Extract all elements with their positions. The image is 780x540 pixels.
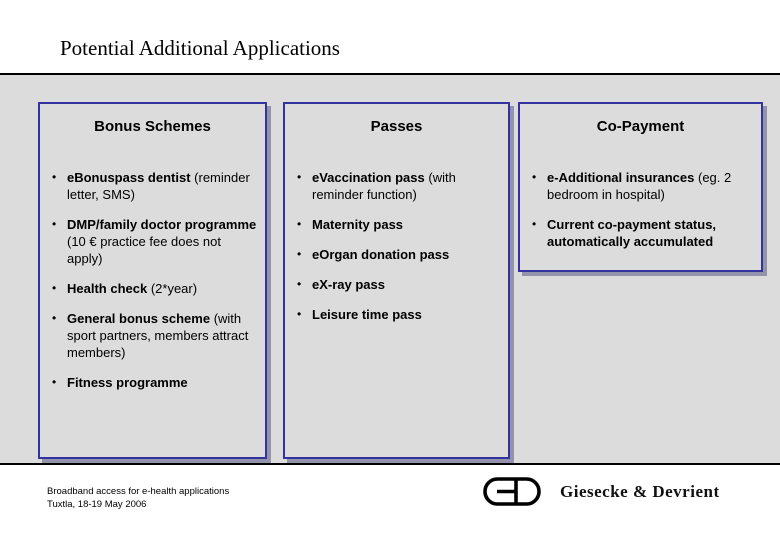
item-text-rest: (with sport partners, members attract me… [67,311,249,360]
item-text-bold: eBonuspass dentist [67,170,191,185]
item-text-bold: Leisure time pass [312,307,422,322]
item-text-rest: (2*year) [150,281,198,296]
bonus-schemes-header: Bonus Schemes [94,118,211,135]
list-item: Maternity pass [295,216,500,233]
item-text-rest: (eg. 2 bedroom in hospital) [547,170,732,202]
footer-divider [0,463,780,465]
passes-box: Passes eVaccination pass (with reminder … [283,102,510,459]
co-payment-list: e-Additional insurances (eg. 2 bedroom i… [520,169,761,250]
gd-monogram-icon [483,477,541,506]
title-divider [0,73,780,75]
item-text-bold: Fitness programme [67,375,188,390]
co-payment-header: Co-Payment [596,118,685,135]
item-text-bold: eX-ray pass [312,277,385,292]
list-item: e-Additional insurances (eg. 2 bedroom i… [530,169,753,203]
item-text-bold: eOrgan donation pass [312,247,450,262]
item-text-bold: General bonus scheme [67,311,211,326]
passes-list: eVaccination pass (with reminder functio… [285,169,508,323]
list-item: Leisure time pass [295,306,500,323]
bonus-schemes-box: Bonus Schemes eBonuspass dentist (remind… [38,102,267,459]
passes-header: Passes [370,118,423,135]
item-text-rest: (with reminder function) [312,170,456,202]
list-item: eOrgan donation pass [295,246,500,263]
list-item: Health check (2*year) [50,280,257,297]
item-text-bold: eVaccination pass [312,170,425,185]
footer-line-2: Tuxtla, 18-19 May 2006 [47,499,147,510]
item-text-bold: Maternity pass [312,217,404,232]
item-text-bold: Current co-payment status, automatically… [547,217,717,249]
footer-caption: Broadband access for e-health applicatio… [47,485,229,511]
list-item: Current co-payment status, automatically… [530,216,753,250]
item-text-rest: (reminder letter, SMS) [67,170,250,202]
co-payment-box: Co-Payment e-Additional insurances (eg. … [518,102,763,272]
list-item: eVaccination pass (with reminder functio… [295,169,500,203]
content-area: Bonus Schemes eBonuspass dentist (remind… [0,75,780,463]
company-name: Giesecke & Devrient [560,481,720,501]
item-text-bold: Health check [67,281,148,296]
item-text-rest: (10 € practice fee does not apply) [67,234,221,266]
footer-line-1: Broadband access for e-health applicatio… [47,486,230,497]
list-item: General bonus scheme (with sport partner… [50,310,257,361]
item-text-bold: DMP/family doctor programme [67,217,257,232]
page-title: Potential Additional Applications [60,36,340,60]
list-item: eBonuspass dentist (reminder letter, SMS… [50,169,257,203]
bonus-schemes-list: eBonuspass dentist (reminder letter, SMS… [40,169,265,391]
list-item: Fitness programme [50,374,257,391]
item-text-bold: e-Additional insurances [547,170,695,185]
company-logo: Giesecke & Devrient [483,477,720,506]
list-item: DMP/family doctor programme (10 € practi… [50,216,257,267]
list-item: eX-ray pass [295,276,500,293]
